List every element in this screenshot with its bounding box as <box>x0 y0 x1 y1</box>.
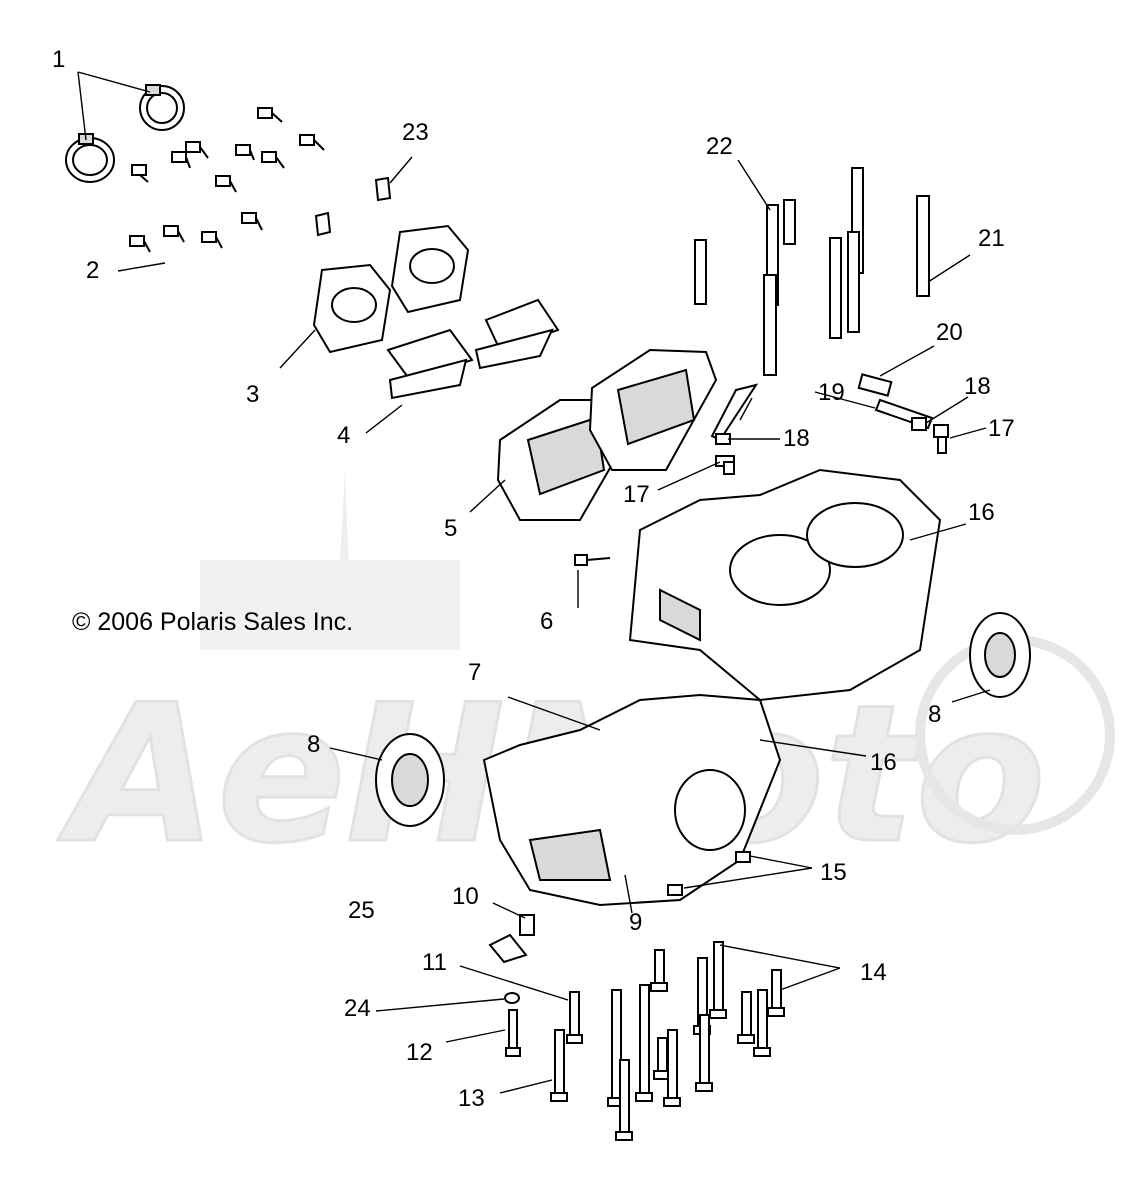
part-fittings <box>710 373 949 475</box>
callout-16-upper: 16 <box>968 499 995 526</box>
part-misc-small <box>488 914 535 1004</box>
callouts: 1 2 3 4 5 6 7 8 8 9 10 11 12 13 14 15 16… <box>52 46 1015 1112</box>
callout-8-right: 8 <box>928 701 941 728</box>
callout-21: 21 <box>978 225 1005 252</box>
callout-23: 23 <box>402 119 429 146</box>
callout-10: 10 <box>452 883 479 910</box>
callout-20: 20 <box>936 319 963 346</box>
callout-22: 22 <box>706 133 733 160</box>
part-long-bolts <box>505 941 785 1141</box>
callout-16-lower: 16 <box>870 749 897 776</box>
callout-13: 13 <box>458 1085 485 1112</box>
callout-14: 14 <box>860 959 887 986</box>
callout-12: 12 <box>406 1039 433 1066</box>
part-intake-flanges <box>312 224 470 354</box>
callout-24: 24 <box>344 995 371 1022</box>
callout-11: 11 <box>422 949 447 976</box>
callout-17-right: 17 <box>988 415 1015 442</box>
callout-2: 2 <box>86 257 99 284</box>
part-crankcase-upper <box>628 468 942 702</box>
part-crankcase-lower <box>482 693 782 907</box>
copyright-notice: © 2006 Polaris Sales Inc. <box>72 608 353 636</box>
part-hose-clamps <box>65 84 185 183</box>
part-item6-bolt <box>574 554 611 566</box>
callout-25: 25 <box>348 897 375 924</box>
callout-1: 1 <box>52 46 65 73</box>
callout-7: 7 <box>468 659 481 686</box>
callout-3: 3 <box>246 381 259 408</box>
part-spacers <box>386 298 560 400</box>
part-studs <box>694 167 930 376</box>
callout-18-right: 18 <box>964 373 991 400</box>
part-reed-valves <box>496 348 718 521</box>
callout-8-left: 8 <box>307 731 320 758</box>
callout-6: 6 <box>540 608 553 635</box>
part-brackets <box>314 176 392 237</box>
callout-17-left: 17 <box>623 481 650 508</box>
callout-19: 19 <box>818 379 845 406</box>
callout-4: 4 <box>337 422 350 449</box>
part-plugs <box>667 851 751 896</box>
leader-lines <box>77 71 991 1094</box>
callout-18-left: 18 <box>783 425 810 452</box>
callout-15: 15 <box>820 859 847 886</box>
callout-9: 9 <box>629 909 642 936</box>
part-seals <box>375 612 1031 827</box>
part-small-bolts <box>129 107 325 253</box>
callout-5: 5 <box>444 515 457 542</box>
